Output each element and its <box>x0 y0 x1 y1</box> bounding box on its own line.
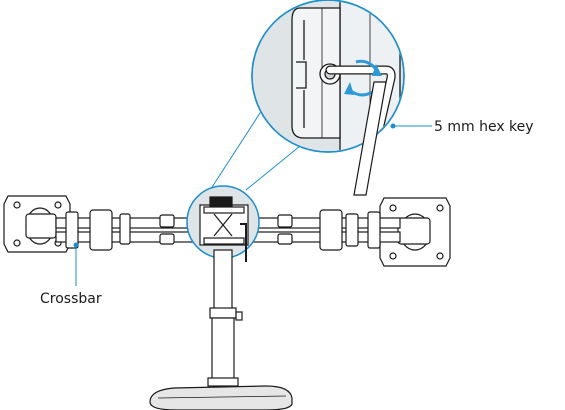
hex-key <box>353 81 387 196</box>
magnified-detail <box>251 0 405 153</box>
center-clamp <box>186 185 260 262</box>
crossbar-leader <box>73 242 79 286</box>
hex-key-leader <box>390 123 432 129</box>
right-vesa-plate <box>379 197 451 267</box>
left-vesa-plate <box>3 195 71 253</box>
stand-base <box>149 385 293 410</box>
crossbar-arms <box>55 209 401 251</box>
crossbar-label: Crossbar <box>40 291 102 307</box>
magnifier-cone <box>204 109 301 199</box>
stand-pole <box>207 249 243 387</box>
hex-key-label: 5 mm hex key <box>434 119 534 135</box>
